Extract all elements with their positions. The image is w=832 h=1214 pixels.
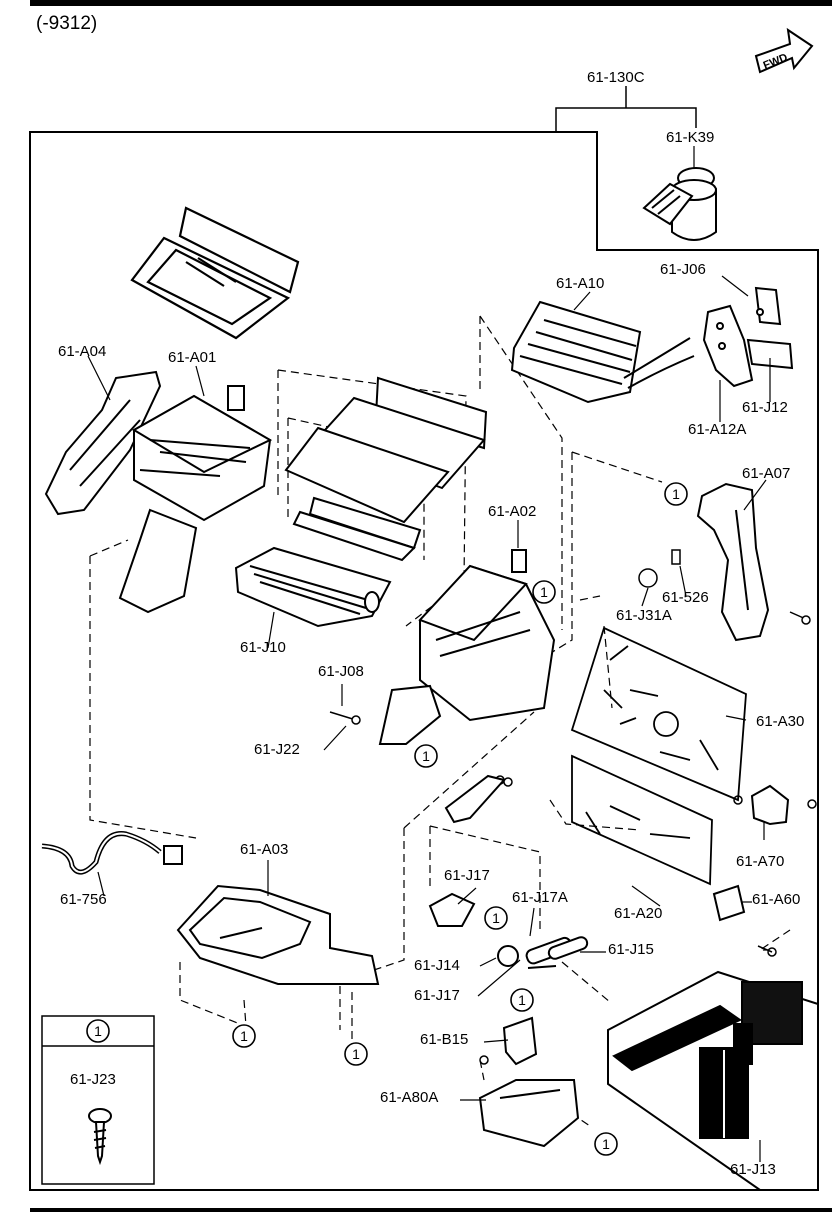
svg-text:1: 1 [672,486,680,502]
part-label-61-a70: 61-A70 [736,853,785,870]
part-label-61-j12: 61-J12 [742,399,788,416]
part-label-61-j17a: 61-J17A [512,889,568,906]
part-label-61-j15: 61-J15 [608,941,654,958]
heater-case-a02-part [378,549,556,745]
model-code-label: (-9312) [36,13,98,34]
part-label-61-j17-lower: 61-J17 [414,987,460,1004]
screw-icon [88,1108,112,1166]
filter-frame-part [130,206,300,340]
actuator-panel-a30 [570,626,747,802]
part-label-61-j23: 61-J23 [70,1071,116,1088]
svg-text:1: 1 [94,1023,102,1039]
svg-text:1: 1 [540,584,548,600]
part-label-61-j13: 61-J13 [730,1161,776,1178]
link-panel-a20 [571,754,713,886]
part-label-61-a07: 61-A07 [742,465,791,482]
lower-case-a03-part [176,884,380,985]
part-label-61-a20: 61-A20 [614,905,663,922]
part-label-61-b15: 61-B15 [420,1031,469,1048]
legend-box [41,1015,155,1185]
leader-lines [87,146,771,1162]
vent-duct-part [444,774,506,824]
part-label-61-a03: 61-A03 [240,841,289,858]
duct-a04-part [44,370,162,516]
svg-text:1: 1 [518,992,526,1008]
part-label-61-a02: 61-A02 [488,503,537,520]
blower-motor-part [642,167,717,241]
svg-text:1: 1 [492,910,500,926]
actuators-a70-a60-part [712,784,790,922]
part-label-61-a30: 61-A30 [756,713,805,730]
part-label-61-j06: 61-J06 [660,261,706,278]
part-label-61-756: 61-756 [60,891,107,908]
svg-text:1: 1 [602,1136,610,1152]
part-label-61-j14: 61-J14 [414,957,460,974]
hose-clip-part [163,845,183,865]
top-rule [30,0,832,6]
fwd-arrow-icon: FWD [754,27,814,74]
part-label-61-a01: 61-A01 [168,349,217,366]
part-label-61-130c: 61-130C [587,69,645,86]
part-label-61-a04: 61-A04 [58,343,107,360]
bottom-rule [30,1208,832,1212]
insulator-sheet-j13-part [607,970,819,1191]
part-label-61-j17-upper: 61-J17 [444,867,490,884]
main-frame [29,131,819,1191]
callout-circles [86,482,688,1156]
evaporator-j10-part [234,546,392,628]
pipes-j15-part [428,892,589,969]
sensor-b15-a80a-part [478,1016,580,1148]
part-label-61-j08: 61-J08 [318,663,364,680]
svg-text:1: 1 [240,1028,248,1044]
part-label-61-a10: 61-A10 [556,275,605,292]
svg-text:1: 1 [352,1046,360,1062]
duct-a07-part [696,482,770,642]
part-label-61-a12a: 61-A12A [688,421,747,438]
filter-elements-part [284,376,488,562]
part-label-61-j10: 61-J10 [240,639,286,656]
heater-core-a10-part [510,300,695,404]
part-label-61-j31a: 61-J31A [616,607,672,624]
part-label-61-a60: 61-A60 [752,891,801,908]
bracket-plates-part [702,286,794,388]
svg-text:1: 1 [422,748,430,764]
part-label-61-k39: 61-K39 [666,129,715,146]
part-label-61-526: 61-526 [662,589,709,606]
callout-numbers: 1 1 1 1 1 1 1 1 1 [94,486,680,1152]
blower-case-a01-part [118,385,273,614]
part-label-61-a80a: 61-A80A [380,1089,439,1106]
part-label-61-j22: 61-J22 [254,741,300,758]
